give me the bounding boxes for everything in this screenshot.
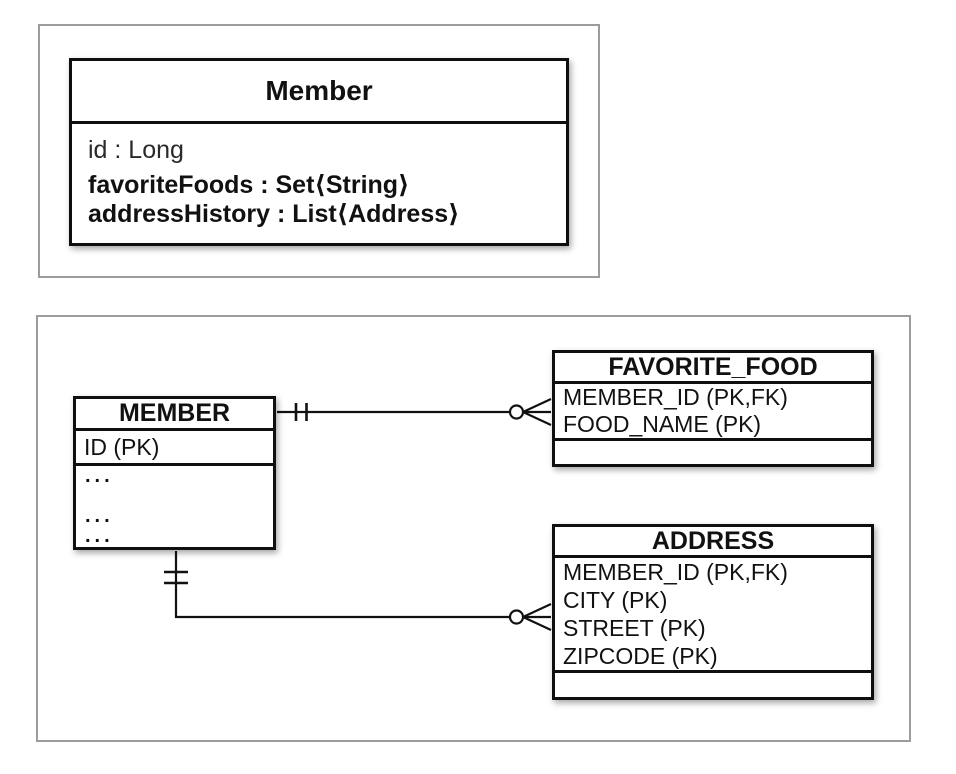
table-row: MEMBER_ID (PK,FK) (563, 559, 788, 585)
table-row-ellipsis: ... (85, 505, 114, 527)
empty-row (555, 441, 871, 464)
empty-row (555, 673, 871, 697)
uml-attribute-address-history: addressHistory : List⟨Address⟩ (88, 200, 460, 228)
erd-table-member: MEMBER ID (PK) ... ... ... (73, 396, 276, 550)
erd-table-favorite-food-title: FAVORITE_FOOD (555, 353, 871, 384)
erd-table-address-rows: MEMBER_ID (PK,FK) CITY (PK) STREET (PK) … (555, 558, 871, 673)
erd-table-favorite-food-rows: MEMBER_ID (PK,FK) FOOD_NAME (PK) (555, 384, 871, 441)
erd-table-member-ellipsis-rows: ... ... ... (76, 466, 273, 548)
table-row-ellipsis: ... (85, 525, 114, 547)
erd-table-member-key-rows: ID (PK) (76, 431, 273, 466)
table-row: STREET (PK) (563, 615, 706, 641)
table-row-ellipsis: ... (85, 465, 114, 487)
table-row: MEMBER_ID (PK,FK) (563, 384, 788, 410)
table-row: FOOD_NAME (PK) (563, 411, 762, 437)
table-row: ZIPCODE (PK) (563, 643, 718, 669)
erd-table-member-title: MEMBER (76, 399, 273, 431)
uml-attribute-id: id : Long (88, 136, 184, 164)
uml-class-box-member: Member id : Long favoriteFoods : Set⟨Str… (69, 58, 569, 246)
table-row: ID (PK) (84, 434, 160, 460)
erd-table-address: ADDRESS MEMBER_ID (PK,FK) CITY (PK) STRE… (552, 524, 874, 700)
erd-table-favorite-food: FAVORITE_FOOD MEMBER_ID (PK,FK) FOOD_NAM… (552, 350, 874, 467)
uml-attribute-favorite-foods: favoriteFoods : Set⟨String⟩ (88, 171, 410, 199)
uml-class-attributes: id : Long favoriteFoods : Set⟨String⟩ ad… (72, 124, 566, 229)
table-row: CITY (PK) (563, 587, 668, 613)
uml-class-title: Member (72, 61, 566, 124)
erd-table-address-title: ADDRESS (555, 527, 871, 558)
